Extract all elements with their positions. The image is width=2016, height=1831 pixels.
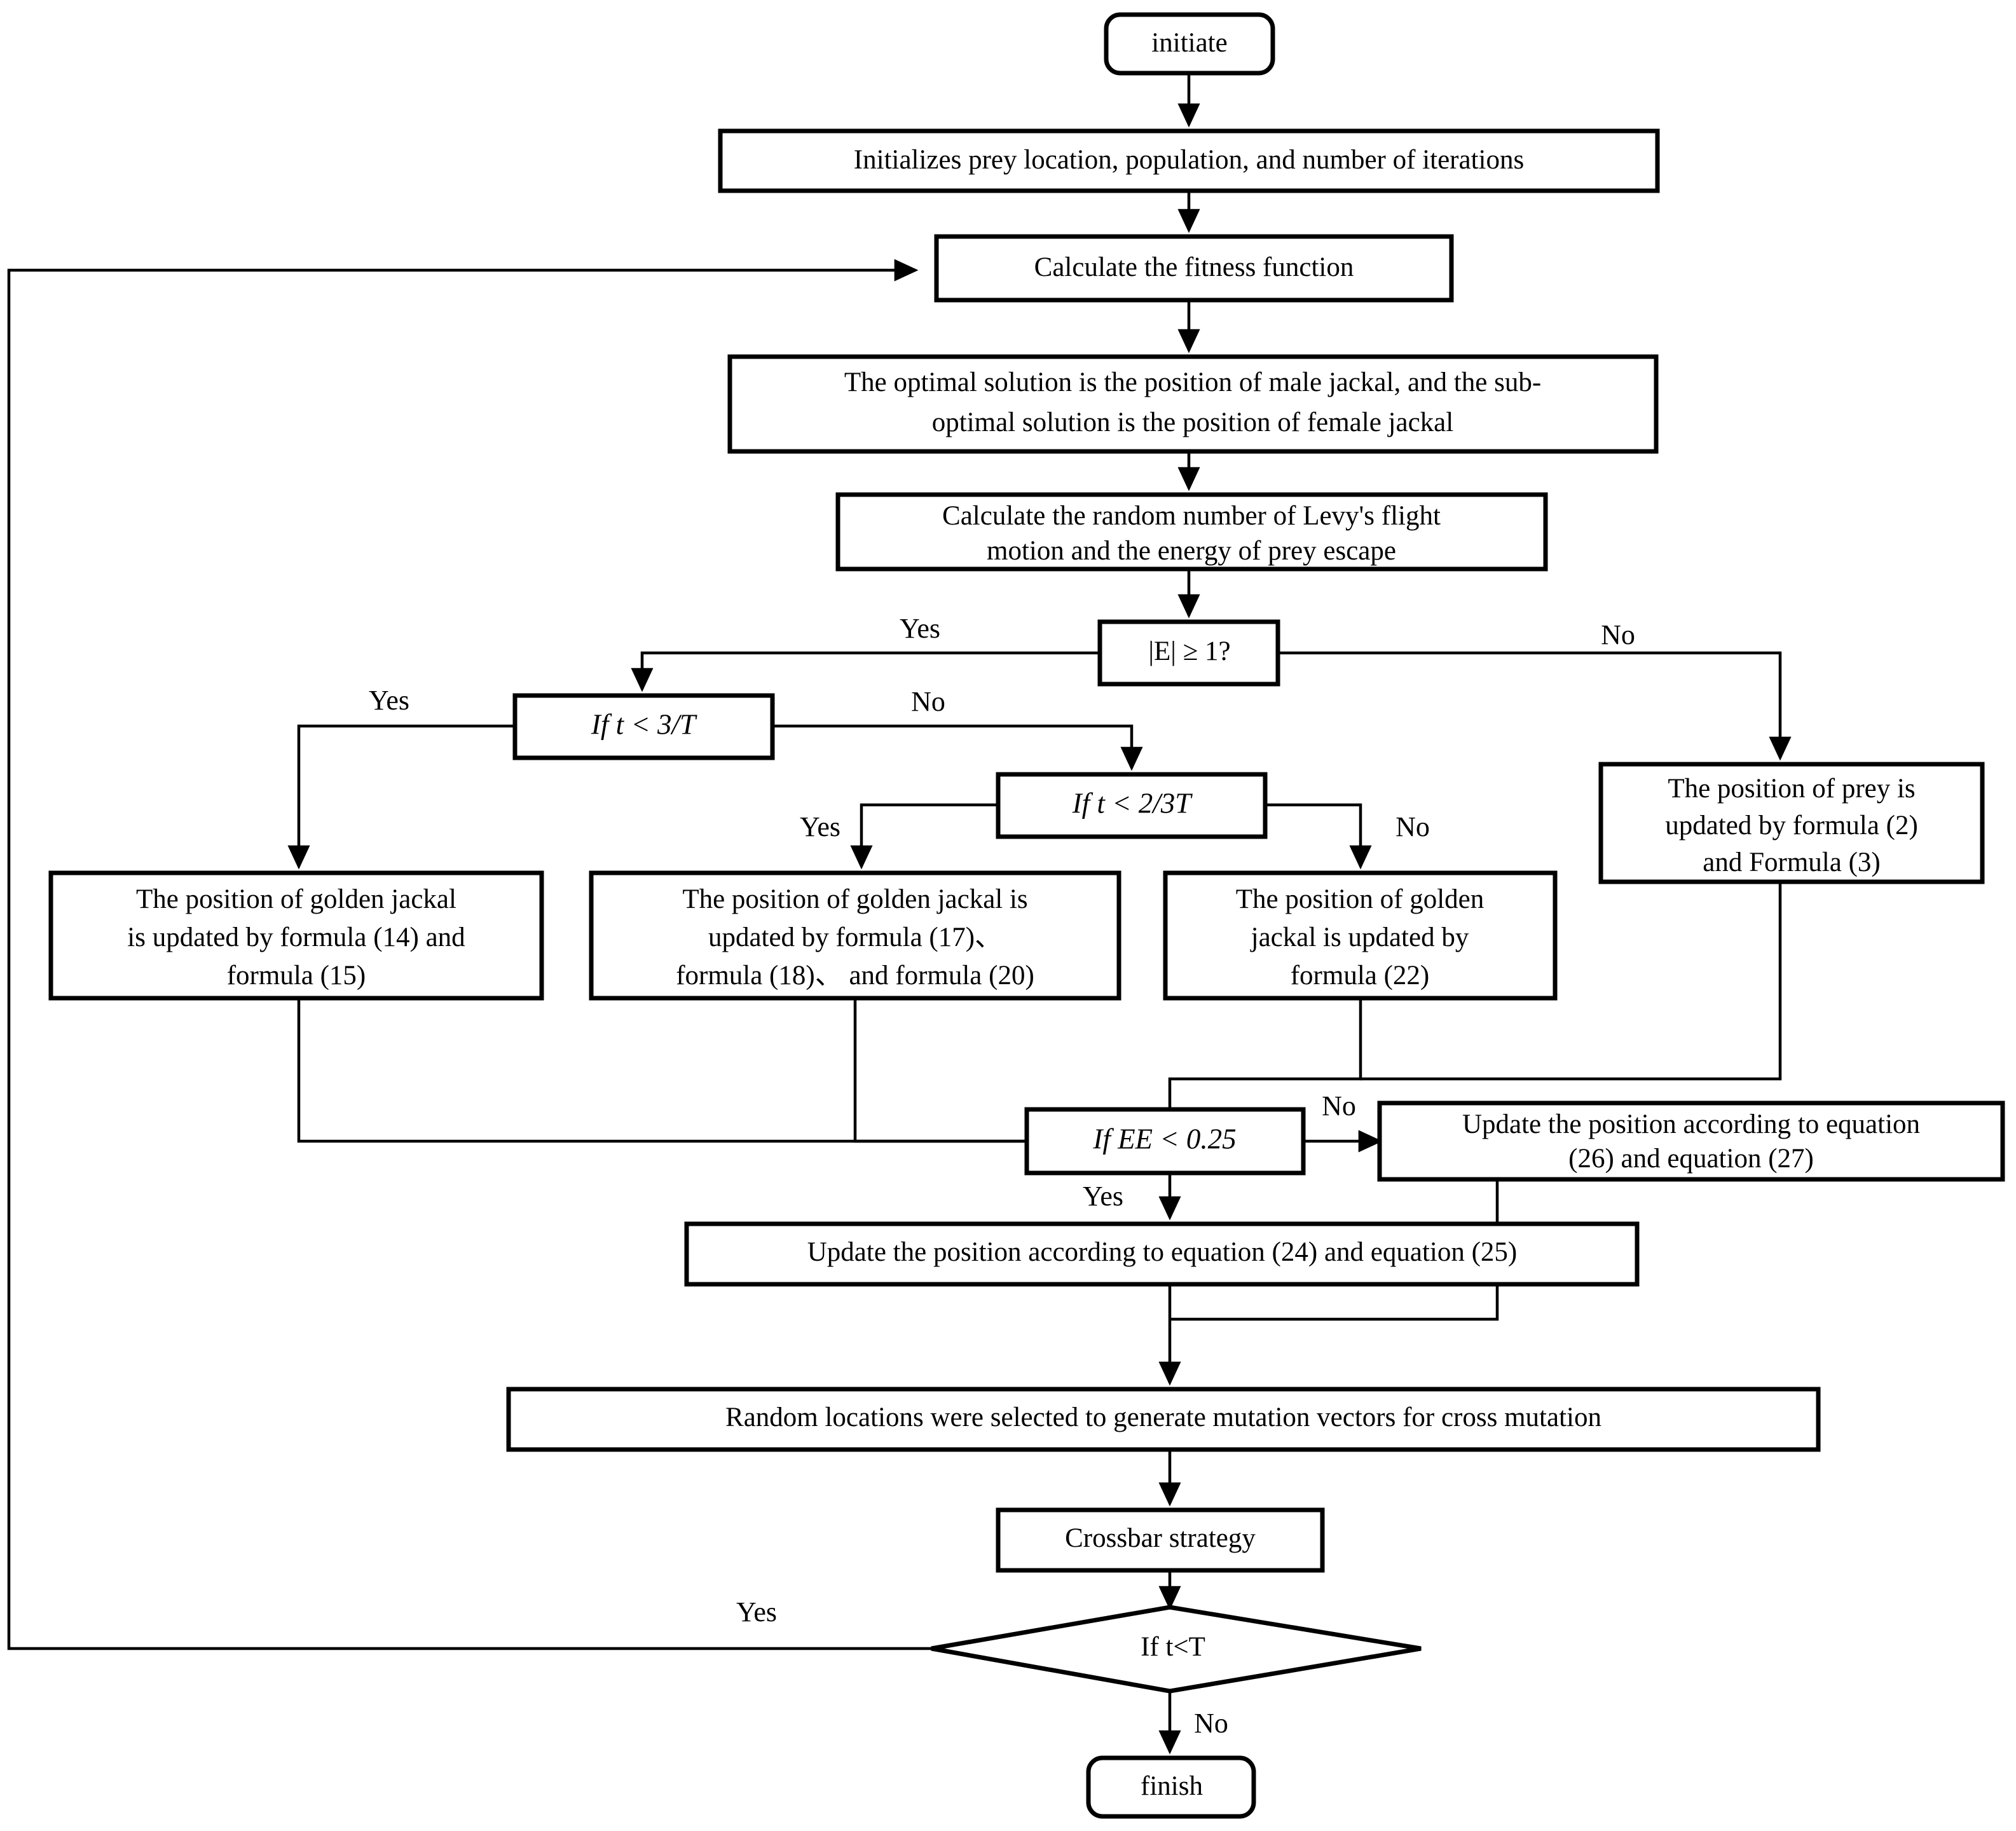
- update-26-27-label-line1: Update the position according to equatio…: [1462, 1109, 1920, 1139]
- cond-t-3t-label: If t < 3/T: [591, 708, 697, 740]
- edge-label-cond-e-no: No: [1601, 619, 1635, 650]
- edge-prey-to-cond-ee: [1361, 882, 1782, 1081]
- levy-flight-shape[interactable]: [835, 492, 1548, 572]
- gj-formula-17-18-20-label-line3: formula (18)、 and formula (20): [676, 961, 1034, 991]
- node-fitness[interactable]: Calculate the fitness function: [934, 234, 1454, 303]
- cond-t-lt-T-label: If t<T: [1141, 1632, 1205, 1662]
- gj-formula-14-15-shape[interactable]: [48, 870, 544, 1001]
- edge-label-cond-t23t-no: No: [1395, 811, 1430, 842]
- node-cond-ee[interactable]: If EE < 0.25: [1024, 1107, 1306, 1176]
- edge-labels: Yes No Yes No Yes No No Yes Yes No: [369, 613, 1635, 1739]
- edge-label-cond-t3t-no: No: [911, 686, 945, 717]
- prey-position-label-line2: updated by formula (2): [1665, 811, 1918, 840]
- node-finish[interactable]: finish: [1086, 1755, 1256, 1819]
- node-gj-formula-22[interactable]: The position of golden jackal is updated…: [1163, 870, 1558, 1001]
- edge-cond-t23t-yes-to-gj17: [850, 803, 998, 870]
- cond-t-23t-shape[interactable]: [996, 772, 1268, 839]
- mutation-label: Random locations were selected to genera…: [725, 1402, 1601, 1432]
- edge-gj14-to-cond-ee: [297, 998, 1027, 1143]
- finish-shape[interactable]: [1086, 1755, 1256, 1819]
- node-update-26-27[interactable]: Update the position according to equatio…: [1377, 1101, 2005, 1182]
- node-cond-energy[interactable]: |E| ≥ 1?: [1097, 619, 1280, 687]
- crossbar-shape[interactable]: [996, 1507, 1325, 1573]
- edge-cond-e-yes-to-cond-t3t: [631, 651, 1100, 692]
- edge-gj22-to-cond-ee: [1168, 998, 1362, 1109]
- edge-cond-t3t-no-to-cond-t23t: [772, 724, 1143, 771]
- cond-t-23t-label: If t < 2/3T: [1072, 787, 1193, 819]
- initialize-label: Initializes prey location, population, a…: [854, 145, 1524, 175]
- edge-label-cond-ee-yes: Yes: [1083, 1181, 1123, 1212]
- prey-position-label-line1: The position of prey is: [1668, 774, 1915, 804]
- gj-formula-17-18-20-label-line1: The position of golden jackal is: [682, 884, 1027, 914]
- cond-ee-label: If EE < 0.25: [1092, 1123, 1236, 1155]
- gj-formula-22-label-line1: The position of golden: [1236, 884, 1485, 914]
- edge-cond-e-no-to-prey: [1278, 651, 1792, 761]
- node-initiate[interactable]: initiate: [1104, 12, 1275, 76]
- node-levy-flight[interactable]: Calculate the random number of Levy's fl…: [835, 492, 1548, 572]
- update-26-27-label-line2: (26) and equation (27): [1568, 1144, 1814, 1174]
- node-prey-position[interactable]: The position of prey is updated by formu…: [1598, 762, 1985, 884]
- edge-label-cond-e-yes: Yes: [900, 613, 940, 644]
- optimal-solution-label-line2: optimal solution is the position of fema…: [932, 408, 1453, 437]
- gj-formula-17-18-20-shape[interactable]: [589, 870, 1121, 1001]
- cond-energy-shape[interactable]: [1097, 619, 1280, 687]
- initiate-label: initiate: [1151, 28, 1227, 58]
- edge-gj17-to-cond-ee: [853, 998, 1027, 1143]
- edge-label-cond-tt-no: No: [1194, 1708, 1228, 1739]
- edge-cond-t23t-no-to-gj22: [1265, 803, 1372, 870]
- gj-formula-22-label-line2: jackal is updated by: [1250, 922, 1469, 952]
- node-mutation[interactable]: Random locations were selected to genera…: [506, 1387, 1821, 1452]
- update-24-25-shape[interactable]: [684, 1221, 1640, 1287]
- cond-energy-label: |E| ≥ 1?: [1148, 636, 1230, 666]
- levy-flight-label-line1: Calculate the random number of Levy's fl…: [942, 501, 1441, 531]
- node-gj-formula-17-18-20[interactable]: The position of golden jackal is updated…: [589, 870, 1121, 1001]
- gj-formula-14-15-label-line1: The position of golden jackal: [136, 884, 456, 914]
- optimal-solution-shape[interactable]: [727, 354, 1659, 454]
- fitness-shape[interactable]: [934, 234, 1454, 303]
- edge-cond-tt-yes-to-fitness-loop: [7, 259, 931, 1650]
- optimal-solution-label-line1: The optimal solution is the position of …: [844, 367, 1541, 397]
- node-gj-formula-14-15[interactable]: The position of golden jackal is updated…: [48, 870, 544, 1001]
- node-update-24-25[interactable]: Update the position according to equatio…: [684, 1221, 1640, 1287]
- edge-label-cond-ee-no: No: [1322, 1090, 1356, 1121]
- update-26-27-shape[interactable]: [1377, 1101, 2005, 1182]
- cond-t-lt-T-shape[interactable]: [931, 1605, 1422, 1694]
- finish-label: finish: [1141, 1771, 1203, 1801]
- node-optimal-solution[interactable]: The optimal solution is the position of …: [727, 354, 1659, 454]
- levy-flight-label-line2: motion and the energy of prey escape: [987, 536, 1396, 566]
- fitness-label: Calculate the fitness function: [1034, 252, 1354, 282]
- node-crossbar[interactable]: Crossbar strategy: [996, 1507, 1325, 1573]
- edge-label-cond-tt-yes: Yes: [736, 1596, 777, 1628]
- initiate-shape[interactable]: [1104, 12, 1275, 76]
- gj-formula-14-15-label-line2: is updated by formula (14) and: [127, 922, 465, 952]
- update-24-25-label: Update the position according to equatio…: [807, 1237, 1518, 1267]
- cond-ee-shape[interactable]: [1024, 1107, 1306, 1176]
- gj-formula-22-shape[interactable]: [1163, 870, 1558, 1001]
- gj-formula-17-18-20-label-line2: updated by formula (17)、: [708, 922, 1002, 952]
- edge-label-cond-t3t-yes: Yes: [369, 685, 409, 716]
- edge-cond-t3t-yes-to-gj14: [287, 724, 515, 870]
- crossbar-label: Crossbar strategy: [1065, 1523, 1256, 1553]
- node-cond-t-23t[interactable]: If t < 2/3T: [996, 772, 1268, 839]
- node-cond-t-lt-T[interactable]: If t<T: [931, 1605, 1422, 1694]
- initialize-shape[interactable]: [718, 128, 1660, 193]
- cond-t-3t-shape[interactable]: [512, 693, 775, 760]
- gj-formula-22-label-line3: formula (22): [1291, 961, 1430, 991]
- node-cond-t-3t[interactable]: If t < 3/T: [512, 693, 775, 760]
- mutation-shape[interactable]: [506, 1387, 1821, 1452]
- edge-label-cond-t23t-yes: Yes: [800, 811, 840, 842]
- prey-position-shape[interactable]: [1598, 762, 1985, 884]
- node-initialize[interactable]: Initializes prey location, population, a…: [718, 128, 1660, 193]
- gj-formula-14-15-label-line3: formula (15): [227, 961, 366, 991]
- prey-position-label-line3: and Formula (3): [1703, 847, 1880, 877]
